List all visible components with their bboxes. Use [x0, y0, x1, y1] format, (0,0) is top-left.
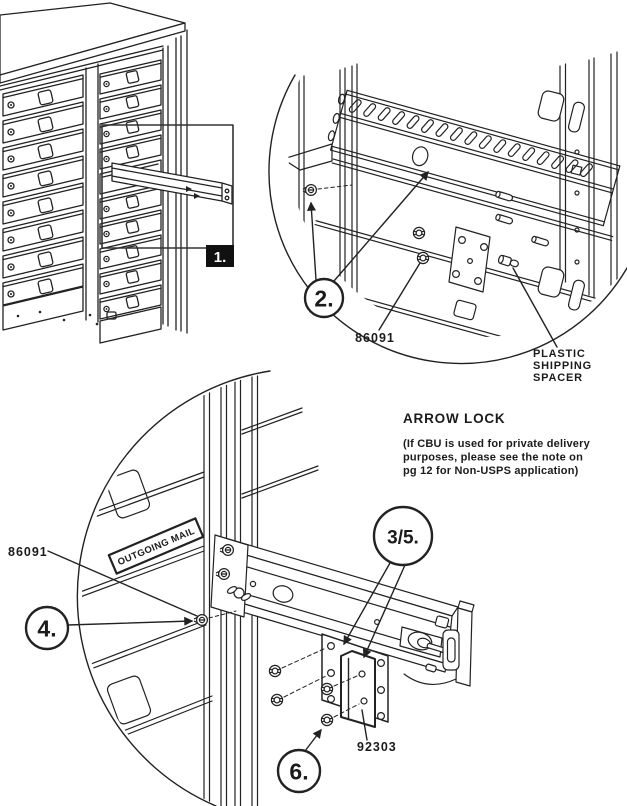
step-6-callout: 6.: [276, 728, 322, 794]
outgoing-mail-plate: OUTGOING MAIL: [107, 517, 205, 575]
arrow-lock-note: ARROW LOCK (If CBU is used for private d…: [403, 411, 591, 477]
figure-2-linework: [288, 51, 621, 337]
step-3-5-callout: 3/5.: [343, 505, 434, 659]
bracket-92303: [340, 650, 376, 728]
step-6-label: 6.: [289, 759, 308, 785]
step-4-label: 4.: [37, 616, 56, 642]
part-92303-label: 92303: [357, 740, 397, 754]
step-1-label: 1.: [214, 249, 227, 266]
arrow-lock-note-line1: (If CBU is used for private delivery: [403, 438, 591, 450]
figure-1-cabinet: 1.: [0, 2, 234, 344]
arrow-lock-drawer-extended: [111, 162, 233, 205]
arrow-lock-bracket-arm: [210, 534, 475, 687]
door-window-upper: [105, 469, 151, 519]
figure-3-arrow-lock-detail: OUTGOING MAIL: [8, 370, 475, 806]
part-86091-label-fig2: 86091: [355, 331, 395, 345]
arrow-lock-note-line3: pg 12 for Non-USPS application): [403, 465, 579, 477]
step-1-badge: 1.: [206, 245, 234, 267]
step-4-badge: [24, 605, 70, 651]
right-frame: [537, 51, 618, 311]
step-4-callout: 4.: [24, 605, 194, 651]
detail-highlight-rectangle: [101, 124, 234, 249]
screw-86091-left: [302, 184, 317, 196]
screw-86091-fig3: [193, 610, 237, 627]
cabinet-counter-top: [0, 2, 186, 84]
door-window-lower: [106, 675, 152, 725]
detail-circle-2: [268, 74, 627, 365]
step-2-label: 2.: [314, 286, 333, 312]
step-6-badge: [276, 748, 322, 794]
part-86091-callout-fig2: 86091: [355, 262, 421, 345]
spacer-label-line1: PLASTIC: [533, 348, 586, 360]
cabinet-skirt: [2, 286, 162, 344]
step-2-callout: 2.: [303, 170, 429, 319]
part-86091-label-fig3: 86091: [8, 545, 48, 559]
arrow-lock-note-line2: purposes, please see the note on: [403, 452, 583, 464]
step-2-badge: [303, 277, 345, 319]
latch-plate: [448, 226, 491, 293]
hex-nuts: [268, 647, 360, 727]
spacer-label-line3: SPACER: [533, 372, 583, 384]
step-3-5-label: 3/5.: [387, 528, 419, 549]
detail-circle-3: [76, 370, 271, 806]
spacer-label-line2: SHIPPING: [533, 360, 592, 372]
part-86091-callout-fig3: 86091: [8, 545, 198, 617]
step-3-5-badge: [372, 505, 434, 567]
plastic-shipping-spacer-callout: PLASTIC SHIPPING SPACER: [512, 267, 592, 384]
arrow-lock-title: ARROW LOCK: [403, 411, 506, 426]
cabinet-doors-left-column: [2, 74, 84, 306]
part-92303-callout: 92303: [357, 709, 397, 754]
plastic-shipping-spacer-part: [497, 254, 519, 268]
figure-2-spacer-detail: 2. 86091 PLASTIC SHIPPING SPACER: [268, 51, 627, 384]
